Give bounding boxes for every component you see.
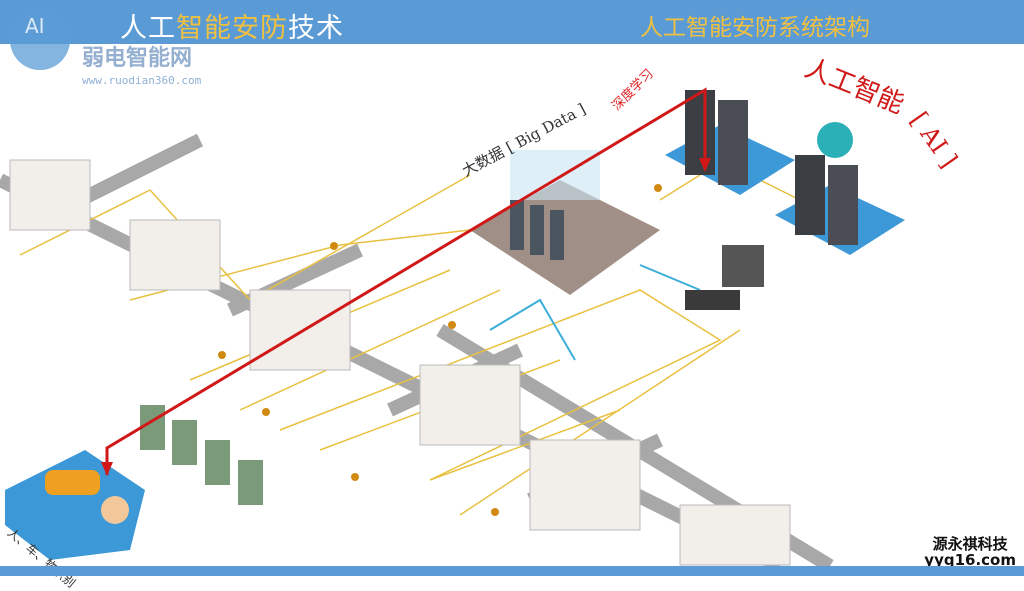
link-nodes: [218, 184, 662, 516]
architecture-diagram: [0, 87, 905, 573]
page-subtitle: 人工智能安防系统架构: [640, 15, 870, 41]
video-wall: [722, 245, 764, 287]
server-rack: [795, 155, 825, 235]
car-icon: [45, 470, 100, 495]
arrow-head-icon: [699, 158, 711, 172]
footer-bar: [0, 566, 1024, 576]
data-flow-arrow: [105, 87, 707, 475]
page-title: 人工智能安防技术: [120, 13, 344, 44]
server-rack: [828, 165, 858, 245]
building-clusters: [9, 159, 791, 566]
data-center-racks: [510, 200, 564, 260]
watermark-site-name: 弱电智能网: [82, 46, 193, 71]
apartment-buildings: [140, 405, 263, 505]
arrow-head-icon: [101, 462, 113, 476]
recognition-platform: [5, 450, 145, 560]
watermark-url: www.ruodian360.com: [82, 74, 202, 87]
cyan-link: [639, 264, 701, 291]
ai-logo: AI: [10, 10, 70, 70]
big-data-cubes: [510, 150, 600, 200]
face-icon: [101, 496, 129, 524]
server-rack: [718, 100, 748, 185]
server-rack: [685, 90, 715, 175]
header-bar: [0, 0, 1024, 44]
cyan-link: [489, 298, 576, 361]
ai-brain-icon: [817, 122, 853, 158]
control-desk: [685, 290, 740, 310]
